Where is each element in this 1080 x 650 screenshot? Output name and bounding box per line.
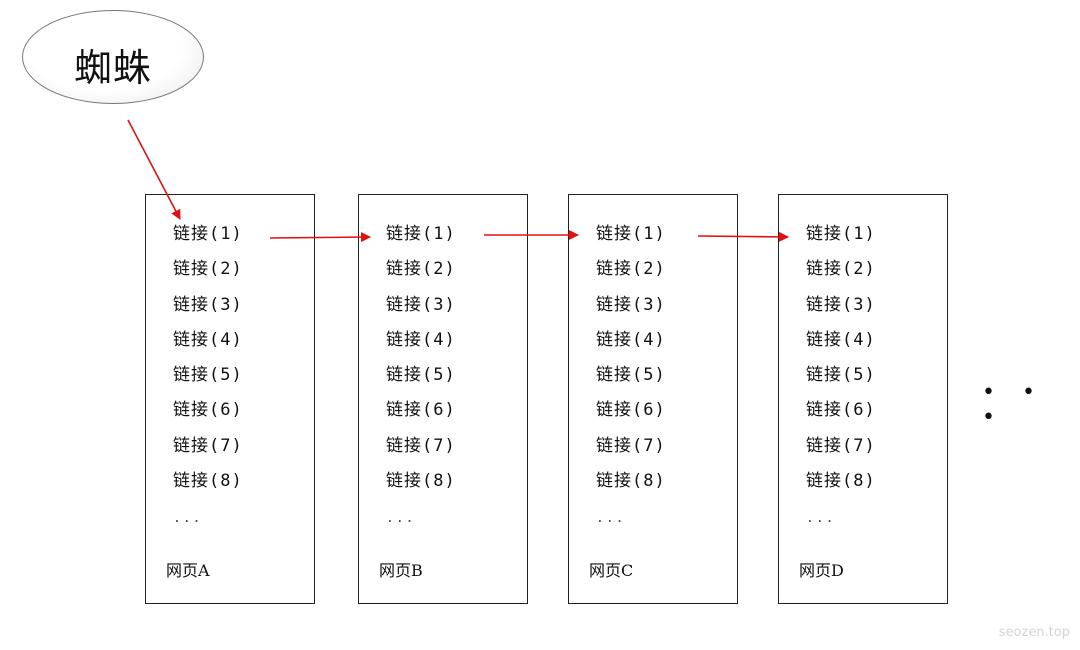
arrow-spider-to-a — [127, 119, 181, 220]
link-item-2: 链接(2) — [173, 259, 243, 280]
link-item-6: 链接(6) — [173, 400, 243, 421]
ellipsis: ... — [596, 511, 626, 526]
spider-label: 蜘蛛 — [73, 46, 152, 90]
page-label-d: 网页D — [799, 561, 844, 580]
link-list: 链接(1) 链接(2) 链接(3) 链接(4) 链接(5) 链接(6) 链接(7… — [386, 223, 456, 505]
page-label-c: 网页C — [589, 561, 634, 580]
page-box-d: 链接(1) 链接(2) 链接(3) 链接(4) 链接(5) 链接(6) 链接(7… — [778, 194, 948, 604]
link-item-2: 链接(2) — [386, 259, 456, 280]
link-list: 链接(1) 链接(2) 链接(3) 链接(4) 链接(5) 链接(6) 链接(7… — [806, 223, 876, 505]
link-item-7: 链接(7) — [386, 435, 456, 456]
link-item-5: 链接(5) — [386, 365, 456, 386]
continuation-dots: • • • — [982, 380, 1045, 430]
link-item-5: 链接(5) — [173, 365, 243, 386]
watermark: seozen.top — [998, 625, 1070, 640]
link-item-2: 链接(2) — [806, 259, 876, 280]
link-item-8: 链接(8) — [386, 471, 456, 492]
link-item-1: 链接(1) — [173, 224, 243, 244]
link-item-3: 链接(3) — [596, 294, 666, 315]
page-box-c: 链接(1) 链接(2) 链接(3) 链接(4) 链接(5) 链接(6) 链接(7… — [568, 194, 738, 604]
link-item-1: 链接(1) — [806, 224, 876, 244]
arrow-a-to-b — [269, 232, 371, 243]
ellipsis: ... — [173, 511, 203, 526]
link-item-8: 链接(8) — [173, 471, 243, 492]
page-box-b: 链接(1) 链接(2) 链接(3) 链接(4) 链接(5) 链接(6) 链接(7… — [358, 194, 528, 604]
link-list: 链接(1) 链接(2) 链接(3) 链接(4) 链接(5) 链接(6) 链接(7… — [596, 223, 666, 505]
link-item-4: 链接(4) — [596, 329, 666, 350]
link-item-5: 链接(5) — [806, 365, 876, 386]
link-item-6: 链接(6) — [386, 400, 456, 421]
link-item-7: 链接(7) — [173, 435, 243, 456]
page-box-a: 链接(1) 链接(2) 链接(3) 链接(4) 链接(5) 链接(6) 链接(7… — [145, 194, 315, 604]
link-item-8: 链接(8) — [806, 471, 876, 492]
link-item-4: 链接(4) — [386, 329, 456, 350]
link-item-4: 链接(4) — [806, 329, 876, 350]
page-label-a: 网页A — [166, 561, 210, 580]
link-item-6: 链接(6) — [596, 400, 666, 421]
link-item-1: 链接(1) — [596, 224, 666, 244]
link-item-2: 链接(2) — [596, 259, 666, 280]
ellipsis: ... — [386, 511, 416, 526]
link-item-3: 链接(3) — [386, 294, 456, 315]
link-item-7: 链接(7) — [596, 435, 666, 456]
arrow-c-to-d — [697, 231, 789, 242]
link-item-3: 链接(3) — [806, 294, 876, 315]
page-label-b: 网页B — [379, 561, 423, 580]
link-item-1: 链接(1) — [386, 224, 456, 244]
link-item-7: 链接(7) — [806, 435, 876, 456]
link-item-8: 链接(8) — [596, 471, 666, 492]
ellipsis: ... — [806, 511, 836, 526]
link-item-6: 链接(6) — [806, 400, 876, 421]
spider-node: 蜘蛛 — [22, 10, 204, 104]
link-item-4: 链接(4) — [173, 329, 243, 350]
link-list: 链接(1) 链接(2) 链接(3) 链接(4) 链接(5) 链接(6) 链接(7… — [173, 223, 243, 505]
link-item-5: 链接(5) — [596, 365, 666, 386]
link-item-3: 链接(3) — [173, 294, 243, 315]
